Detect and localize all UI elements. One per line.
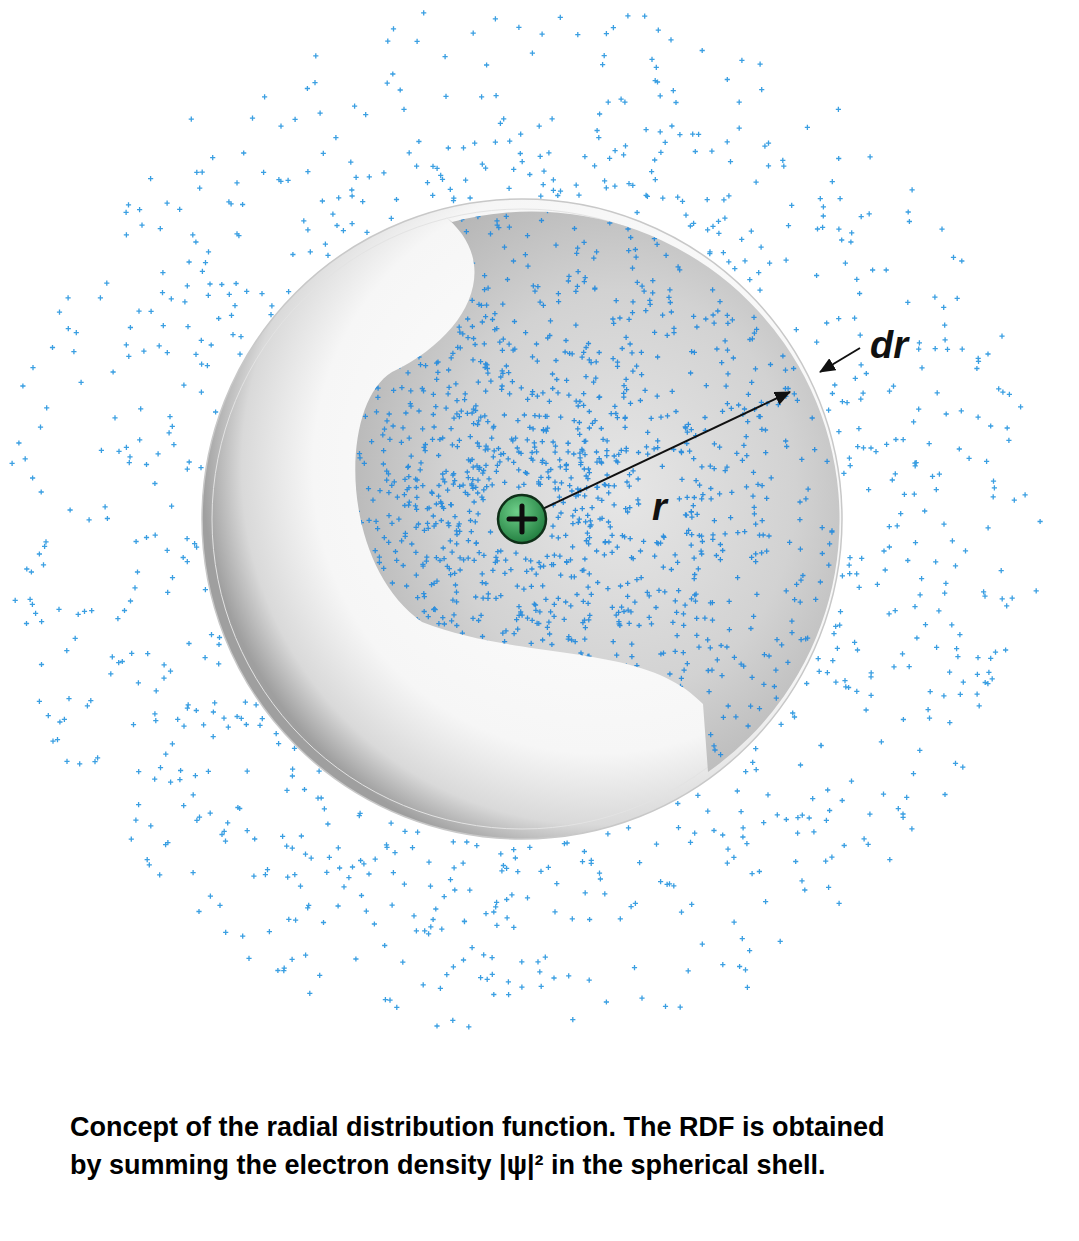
radius-label: r <box>652 488 667 526</box>
dr-arrow <box>820 348 860 372</box>
nucleus <box>498 495 546 543</box>
nucleus-charge-symbol <box>509 506 535 532</box>
figure-caption: Concept of the radial distribution funct… <box>70 1108 900 1184</box>
shell-thickness-label: dr <box>870 326 908 364</box>
cutaway-interior <box>355 212 839 772</box>
sphere-shell <box>202 199 842 839</box>
electron-dots <box>10 10 1043 1029</box>
electron-dots <box>208 206 834 833</box>
